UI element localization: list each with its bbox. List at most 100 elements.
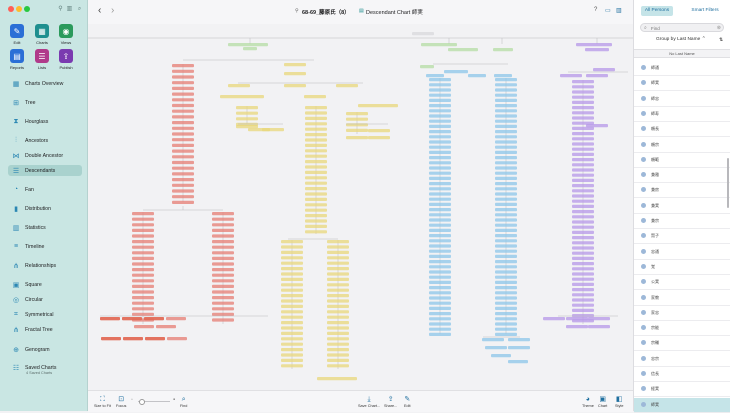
person-box[interactable]: [212, 268, 234, 272]
person-box[interactable]: [212, 318, 234, 322]
person-box[interactable]: [305, 197, 327, 201]
person-box[interactable]: [495, 228, 517, 232]
person-box[interactable]: [281, 277, 303, 281]
person-box[interactable]: [212, 240, 234, 244]
person-box[interactable]: [495, 327, 517, 331]
person-box[interactable]: [327, 304, 349, 308]
person-box[interactable]: [429, 306, 451, 310]
person-box[interactable]: [429, 104, 451, 108]
person-box[interactable]: [572, 173, 594, 177]
sidebar-item-distribution[interactable]: ▮Distribution: [8, 203, 82, 214]
person-box[interactable]: [421, 43, 457, 47]
person-box[interactable]: [212, 217, 234, 221]
person-box[interactable]: [132, 290, 154, 294]
person-box[interactable]: [281, 256, 303, 260]
person-box[interactable]: [572, 293, 594, 297]
person-box[interactable]: [172, 109, 194, 113]
person-box[interactable]: [495, 145, 517, 149]
person-box[interactable]: [281, 321, 303, 325]
sidebar-item-fan[interactable]: ◔Fan: [8, 184, 82, 195]
person-box[interactable]: [588, 325, 610, 329]
person-box[interactable]: [495, 140, 517, 144]
person-box[interactable]: [317, 377, 357, 381]
person-box[interactable]: [172, 200, 194, 204]
person-box[interactable]: [495, 109, 517, 113]
person-box[interactable]: [495, 182, 517, 186]
person-box[interactable]: [281, 353, 303, 357]
tab-smart-filters[interactable]: Smart Filters: [691, 8, 719, 13]
person-box[interactable]: [572, 272, 594, 276]
person-box[interactable]: [495, 187, 517, 191]
person-box[interactable]: [495, 265, 517, 269]
inspector-toggle-icon[interactable]: ▥: [616, 8, 622, 14]
person-box[interactable]: [495, 88, 517, 92]
person-box[interactable]: [284, 63, 306, 67]
person-box[interactable]: [172, 132, 194, 136]
person-box[interactable]: [508, 338, 530, 342]
person-box[interactable]: [495, 161, 517, 165]
person-box[interactable]: [305, 160, 327, 164]
person-box[interactable]: [493, 48, 513, 52]
person-box[interactable]: [132, 301, 154, 305]
person-box[interactable]: [212, 290, 234, 294]
person-box[interactable]: [429, 218, 451, 222]
chart-settings-button[interactable]: ▣Chart: [598, 396, 608, 408]
person-box[interactable]: [212, 279, 234, 283]
person-box[interactable]: [495, 135, 517, 139]
sidebar-item-ancestors[interactable]: ⫶Ancestors: [8, 135, 82, 146]
sidebar-toggle-icon[interactable]: ▥: [66, 6, 73, 12]
person-box[interactable]: [572, 277, 594, 281]
person-box[interactable]: [172, 172, 194, 176]
sidebar-item-fractal-tree[interactable]: ⋔Fractal Tree: [8, 324, 82, 335]
zoom-slider[interactable]: ▫ ▪: [131, 397, 178, 405]
person-box[interactable]: [212, 245, 234, 249]
person-box[interactable]: [495, 93, 517, 97]
person-box[interactable]: [495, 275, 517, 279]
person-box[interactable]: [429, 223, 451, 227]
person-box[interactable]: [585, 48, 609, 52]
find-input[interactable]: [651, 24, 711, 32]
person-box[interactable]: [429, 317, 451, 321]
sidebar-item-double-ancestor[interactable]: ⋈Double Ancestor: [8, 150, 82, 161]
person-box[interactable]: [495, 249, 517, 253]
person-box[interactable]: [572, 85, 594, 89]
person-row[interactable]: 経実: [634, 382, 730, 398]
person-box[interactable]: [346, 123, 368, 127]
person-box[interactable]: [132, 251, 154, 255]
person-box[interactable]: [429, 265, 451, 269]
person-row[interactable]: 宗輔: [634, 336, 730, 352]
person-box[interactable]: [281, 283, 303, 287]
person-box[interactable]: [429, 239, 451, 243]
person-box[interactable]: [495, 234, 517, 238]
person-box[interactable]: [495, 176, 517, 180]
person-box[interactable]: [132, 279, 154, 283]
person-box[interactable]: [572, 262, 594, 266]
person-box[interactable]: [281, 240, 303, 244]
person-box[interactable]: [495, 239, 517, 243]
person-box[interactable]: [358, 104, 398, 108]
person-box[interactable]: [429, 78, 451, 82]
chart-canvas[interactable]: [88, 24, 633, 390]
sidebar-item-descendants[interactable]: ☰Descendants: [8, 165, 82, 176]
find-field[interactable]: ⌕ ⊗: [640, 23, 724, 32]
close-window-button[interactable]: [8, 6, 14, 12]
toolbar-button-charts[interactable]: ▦Charts: [32, 24, 52, 45]
person-box[interactable]: [572, 282, 594, 286]
person-box[interactable]: [228, 43, 268, 47]
person-box[interactable]: [572, 100, 594, 104]
person-box[interactable]: [172, 115, 194, 119]
person-row[interactable]: 忠宗: [634, 352, 730, 367]
person-box[interactable]: [572, 147, 594, 151]
person-box[interactable]: [495, 98, 517, 102]
person-box[interactable]: [132, 268, 154, 272]
person-box[interactable]: [429, 301, 451, 305]
person-box[interactable]: [327, 283, 349, 287]
minimize-window-button[interactable]: [16, 6, 22, 12]
person-box[interactable]: [305, 127, 327, 131]
person-box[interactable]: [305, 192, 327, 196]
person-box[interactable]: [172, 103, 194, 108]
group-by-dropdown[interactable]: Group by Last Name ⌃: [656, 37, 706, 42]
person-box[interactable]: [495, 114, 517, 118]
person-row[interactable]: 頼範: [634, 153, 730, 168]
person-box[interactable]: [429, 197, 451, 201]
